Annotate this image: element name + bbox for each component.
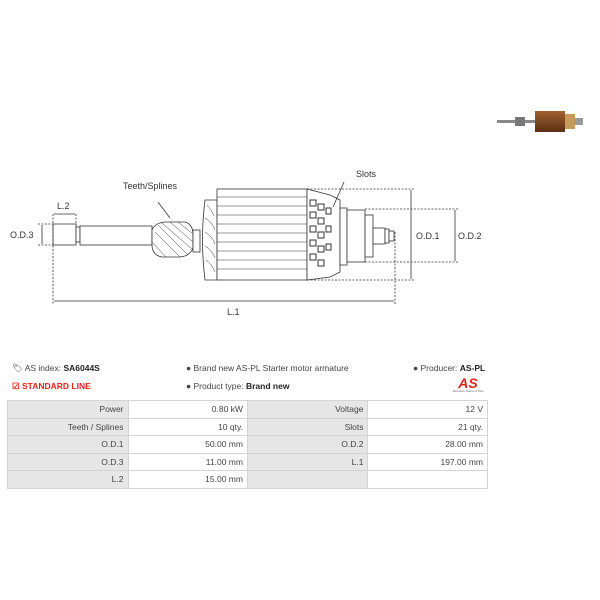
spec-label: L.2 bbox=[7, 470, 129, 489]
standard-line-badge: ☑ STANDARD LINE bbox=[12, 381, 91, 391]
description: ● Brand new AS-PL Starter motor armature bbox=[186, 363, 349, 373]
info-icon: ● bbox=[413, 363, 419, 373]
tags-icon: 🏷 bbox=[12, 363, 23, 373]
spec-label: Slots bbox=[246, 417, 369, 436]
spec-value: 28.00 mm bbox=[367, 435, 488, 454]
spec-label: Power bbox=[7, 400, 129, 419]
spec-value: 50.00 mm bbox=[127, 435, 248, 454]
spec-label: O.D.2 bbox=[246, 435, 369, 454]
info-icon: ● bbox=[186, 363, 192, 373]
spec-value: 10 qty. bbox=[127, 417, 248, 436]
slots-label: Slots bbox=[356, 169, 377, 179]
spec-label: L.1 bbox=[246, 452, 369, 471]
as-index: 🏷 AS index: SA6044S bbox=[12, 363, 100, 373]
teeth-splines-label: Teeth/Splines bbox=[123, 181, 178, 191]
product-thumbnail[interactable] bbox=[497, 104, 587, 138]
checkbox-icon: ☑ bbox=[12, 381, 20, 391]
spec-label: Teeth / Splines bbox=[7, 417, 129, 436]
spec-value: 12 V bbox=[367, 400, 488, 419]
od3-label: O.D.3 bbox=[10, 230, 34, 240]
producer: ● Producer: AS-PL bbox=[413, 363, 486, 373]
spec-label: Voltage bbox=[246, 400, 369, 419]
od2-label: O.D.2 bbox=[458, 231, 482, 241]
spec-label: O.D.3 bbox=[7, 452, 129, 471]
l2-label: L.2 bbox=[57, 201, 70, 211]
product-type: ● Product type: Brand new bbox=[186, 381, 290, 391]
spec-value: 15.00 mm bbox=[127, 470, 248, 489]
armature-thumbnail-image bbox=[497, 111, 583, 132]
l1-label: L.1 bbox=[227, 307, 240, 317]
spec-value bbox=[367, 470, 488, 489]
as-logo: AS Alternators, Starters & Parts bbox=[452, 375, 484, 393]
info-icon: ● bbox=[186, 381, 192, 391]
spec-value: 21 qty. bbox=[367, 417, 488, 436]
armature-diagram bbox=[38, 181, 458, 305]
spec-label: O.D.1 bbox=[7, 435, 129, 454]
spec-value: 197.00 mm bbox=[367, 452, 488, 471]
spec-value: 0.80 kW bbox=[127, 400, 248, 419]
od1-label: O.D.1 bbox=[416, 231, 440, 241]
spec-value: 11.00 mm bbox=[127, 452, 248, 471]
spec-label bbox=[246, 470, 369, 489]
